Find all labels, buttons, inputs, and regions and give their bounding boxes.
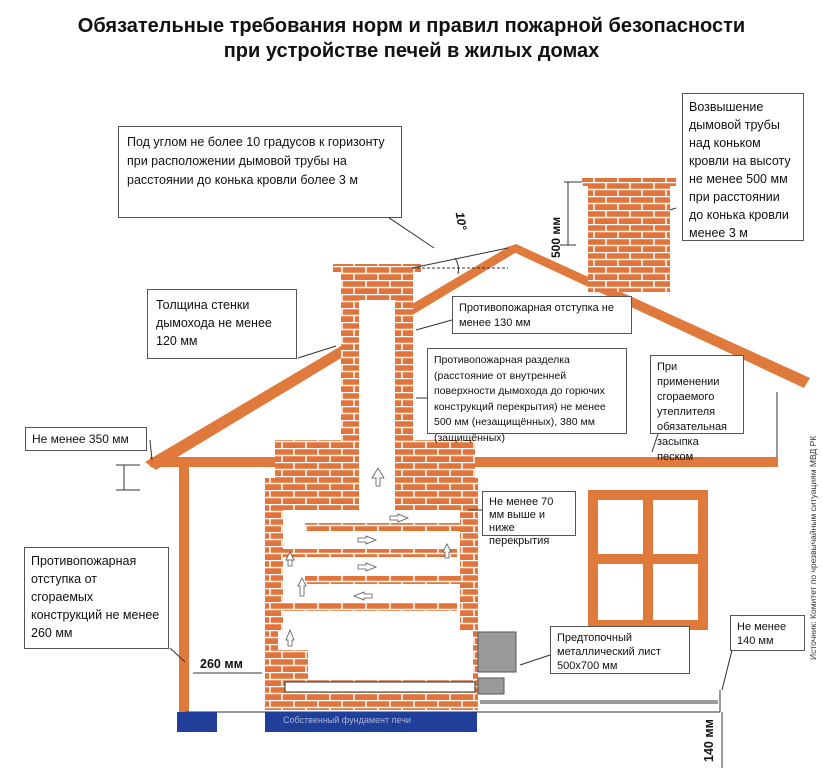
page-title: Обязательные требования норм и правил по… bbox=[0, 14, 823, 64]
roof-left-slope bbox=[145, 246, 520, 470]
pre-furnace-sheet bbox=[480, 700, 718, 704]
firebox bbox=[278, 630, 473, 680]
window bbox=[588, 490, 708, 630]
wall-post bbox=[179, 463, 189, 713]
min-70-callout: Не менее 70 мм выше и ниже перекрытия bbox=[482, 491, 576, 547]
fire-razdelka-callout: Противопожарная разделка (расстояние от … bbox=[427, 348, 627, 444]
min-140-callout: Не менее 140 мм bbox=[730, 615, 805, 651]
roof-chimney bbox=[588, 182, 670, 292]
title-line-2: при устройстве печей в жилых домах bbox=[223, 40, 600, 62]
fire-offset-260-callout: Противопожарная отступка от сгораемых ко… bbox=[24, 547, 169, 649]
elevation-dimension-label: 500 мм bbox=[549, 216, 563, 258]
fire-offset-130-callout: Противопожарная отступка не менее 130 мм bbox=[452, 296, 632, 334]
stove-foundation bbox=[265, 712, 477, 732]
chimney-elevation-callout: Возвышение дымовой трубы над коньком кро… bbox=[682, 93, 804, 241]
smoke-arrows bbox=[285, 467, 452, 647]
post-foundation bbox=[177, 712, 217, 732]
dimension-140-label: 140 мм bbox=[702, 719, 716, 762]
roof-right-slope bbox=[505, 244, 810, 388]
wall-thickness-callout: Толщина стенки дымохода не менее 120 мм bbox=[147, 289, 297, 359]
angle-label: 10° bbox=[452, 210, 470, 232]
insulation-callout: При применении сгораемого утеплителя обя… bbox=[650, 355, 744, 463]
source-credit: Источник: Комитет по чрезвычайным ситуац… bbox=[808, 435, 818, 660]
angle-requirement-callout: Под углом не более 10 градусов к горизон… bbox=[118, 126, 402, 218]
title-line-1: Обязательные требования норм и правил по… bbox=[77, 15, 746, 37]
foundation-label: Собственный фундамент печи bbox=[283, 715, 411, 725]
metal-sheet-callout: Предтопочный металлический лист 500х700 … bbox=[550, 626, 690, 674]
min-350-callout: Не менее 350 мм bbox=[25, 427, 147, 451]
dimension-260-label: 260 мм bbox=[200, 657, 243, 671]
